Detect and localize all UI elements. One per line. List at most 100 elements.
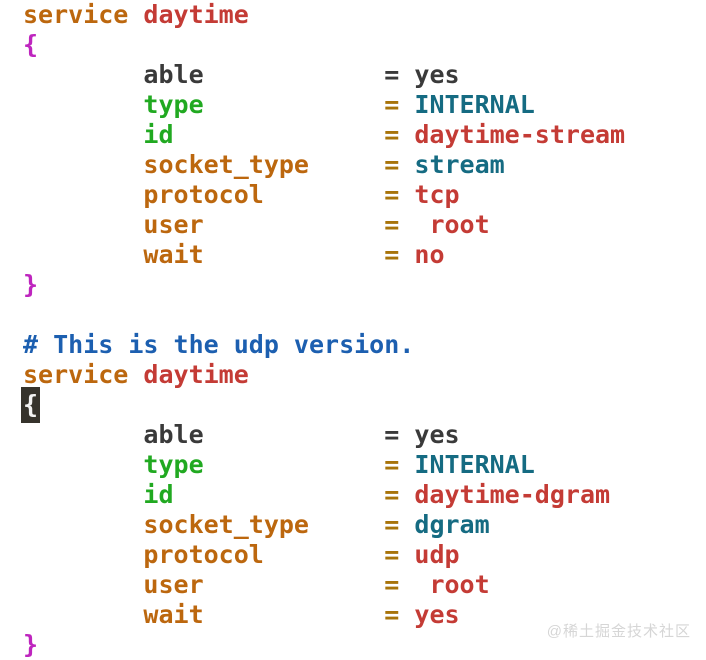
syntax-token	[264, 540, 384, 569]
code-line: }	[23, 630, 625, 660]
syntax-token: wait	[143, 600, 204, 629]
code-line: }	[23, 270, 625, 300]
syntax-token	[399, 210, 429, 239]
syntax-token: id	[143, 120, 174, 149]
syntax-token	[399, 90, 414, 119]
code-line: able = yes	[23, 60, 625, 90]
syntax-token: user	[143, 570, 204, 599]
code-line: service daytime	[23, 0, 625, 30]
syntax-token: no	[414, 240, 445, 269]
syntax-token	[399, 480, 414, 509]
syntax-token	[174, 120, 385, 149]
syntax-token: =	[384, 510, 400, 539]
syntax-token: daytime	[143, 360, 249, 389]
syntax-token: root	[429, 570, 490, 599]
syntax-token	[399, 570, 429, 599]
syntax-token	[23, 60, 143, 89]
syntax-token	[23, 150, 143, 179]
syntax-token	[23, 600, 143, 629]
syntax-token	[309, 510, 384, 539]
syntax-token	[204, 600, 385, 629]
syntax-token: yes	[414, 420, 460, 449]
code-line: socket_type = stream	[23, 150, 625, 180]
syntax-token	[204, 60, 385, 89]
code-line: {	[21, 387, 625, 423]
syntax-token: }	[23, 630, 39, 659]
syntax-token	[23, 540, 143, 569]
code-line: socket_type = dgram	[23, 510, 625, 540]
syntax-token	[23, 570, 143, 599]
syntax-token: =	[384, 240, 400, 269]
code-line: wait = no	[23, 240, 625, 270]
syntax-token	[23, 180, 143, 209]
syntax-token	[399, 240, 414, 269]
syntax-token	[23, 480, 143, 509]
syntax-token	[23, 450, 143, 479]
syntax-token: =	[384, 570, 400, 599]
code-line: wait = yes	[23, 600, 625, 630]
code-line: protocol = tcp	[23, 180, 625, 210]
syntax-token	[23, 120, 143, 149]
code-line: {	[23, 30, 625, 60]
syntax-token: =	[384, 90, 400, 119]
syntax-token: # This is the udp version.	[23, 330, 415, 359]
code-line: user = root	[23, 570, 625, 600]
code-line: service daytime	[23, 360, 625, 390]
syntax-token: able	[143, 60, 204, 89]
syntax-token	[204, 420, 385, 449]
syntax-token	[399, 540, 414, 569]
syntax-token	[174, 480, 385, 509]
syntax-token: user	[143, 210, 204, 239]
syntax-token	[399, 180, 414, 209]
syntax-token: yes	[414, 600, 460, 629]
syntax-token: }	[23, 270, 39, 299]
syntax-token	[128, 360, 143, 389]
syntax-token: wait	[143, 240, 204, 269]
code-editor-text-area[interactable]: service daytime{ able = yes type = INTER…	[21, 0, 625, 660]
code-line: type = INTERNAL	[23, 450, 625, 480]
syntax-token	[23, 510, 143, 539]
syntax-token	[399, 450, 414, 479]
code-line: id = daytime-stream	[23, 120, 625, 150]
syntax-token: =	[384, 150, 400, 179]
code-line	[23, 300, 625, 330]
code-line: id = daytime-dgram	[23, 480, 625, 510]
syntax-token: service	[23, 360, 129, 389]
syntax-token: service	[23, 0, 129, 29]
code-line: type = INTERNAL	[23, 90, 625, 120]
syntax-token: {	[23, 30, 39, 59]
syntax-token: daytime-dgram	[414, 480, 611, 509]
syntax-token: tcp	[414, 180, 460, 209]
code-line: user = root	[23, 210, 625, 240]
code-line: able = yes	[23, 420, 625, 450]
syntax-token: =	[384, 540, 400, 569]
syntax-token: protocol	[143, 180, 264, 209]
syntax-token: udp	[414, 540, 460, 569]
syntax-token	[399, 600, 414, 629]
syntax-token	[264, 180, 384, 209]
syntax-token: dgram	[414, 510, 490, 539]
syntax-token: =	[384, 420, 400, 449]
syntax-token: daytime-stream	[414, 120, 626, 149]
syntax-token	[23, 240, 143, 269]
syntax-token: =	[384, 600, 400, 629]
syntax-token: type	[143, 450, 204, 479]
syntax-token	[399, 120, 414, 149]
text-cursor: {	[21, 387, 41, 423]
syntax-token	[23, 210, 143, 239]
syntax-token: =	[384, 450, 400, 479]
syntax-token	[204, 240, 385, 269]
syntax-token: =	[384, 180, 400, 209]
syntax-token	[399, 150, 414, 179]
syntax-token	[204, 570, 385, 599]
code-line: protocol = udp	[23, 540, 625, 570]
syntax-token	[399, 510, 414, 539]
syntax-token: =	[384, 210, 400, 239]
syntax-token	[204, 90, 385, 119]
syntax-token	[23, 90, 143, 119]
syntax-token: daytime	[143, 0, 249, 29]
syntax-token: yes	[414, 60, 460, 89]
syntax-token: id	[143, 480, 174, 509]
syntax-token	[399, 60, 414, 89]
syntax-token: protocol	[143, 540, 264, 569]
